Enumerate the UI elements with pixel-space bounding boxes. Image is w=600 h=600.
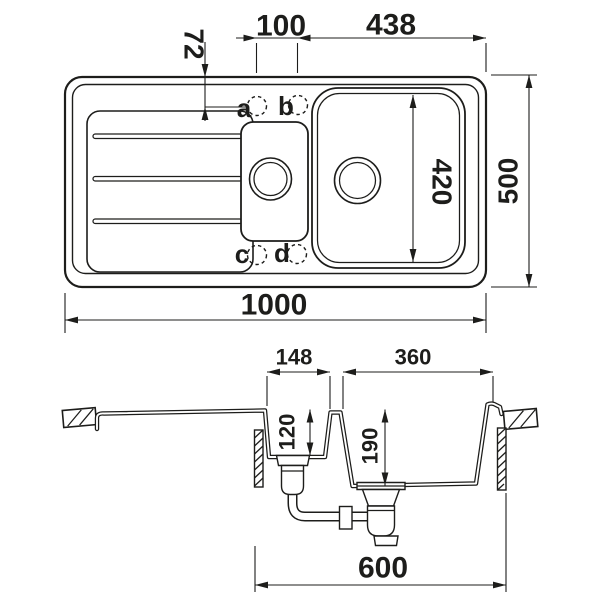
pipe-union-fitting [338,505,353,530]
dim-500: 500 [491,74,537,288]
dim-1000: 1000 [64,289,487,333]
large-bowl [311,87,466,269]
tap-hole-c-circle [246,244,268,266]
sink-inner-rim [71,83,480,275]
small-bowl [240,121,309,242]
top-view: a b c d 100 438 [63,9,537,333]
dim-100: 100 [236,10,306,73]
sink-outer-rim [63,75,488,289]
large-bowl-trap [356,481,406,547]
large-bowl-drain-icon [333,156,382,205]
dim-190-label: 190 [358,428,383,465]
sink-profile [94,401,504,489]
dim-438-label: 438 [366,9,416,42]
small-bowl-trap [275,454,311,496]
clamp-right [496,427,507,491]
dim-148-label: 148 [276,345,313,370]
tap-hole-a-circle [246,95,268,117]
section-view: 148 360 120 190 600 [61,345,539,592]
dim-120: 120 [275,409,314,456]
tap-hole-c-label: c [235,239,249,269]
tap-hole-d-label: d [274,238,290,268]
tap-hole-b-label: b [278,91,294,121]
dim-120-label: 120 [275,414,300,451]
dim-600-label: 600 [358,552,408,585]
tap-hole-a: a [237,93,268,123]
worktop-left-section [61,406,98,429]
tap-hole-b-circle [287,94,309,116]
small-bowl-drain-icon [248,157,293,201]
dim-420: 420 [409,95,458,262]
dim-500-label: 500 [493,158,524,205]
waste-pipe [287,494,369,530]
dim-72-label: 72 [179,28,210,59]
tap-hole-d-circle [286,243,308,265]
dim-1000-label: 1000 [241,289,308,322]
tap-hole-b: b [278,91,309,121]
dim-148: 148 [266,345,331,409]
dim-420-label: 420 [427,159,458,206]
dim-190: 190 [358,409,389,486]
tap-hole-c: c [235,239,268,269]
tap-hole-d: d [274,238,308,268]
dim-72: 72 [179,28,247,121]
dim-438: 438 [297,9,487,72]
large-bowl-inner-edge [316,92,461,264]
worktop-right-section [502,407,539,431]
tap-hole-a-label: a [237,93,252,123]
dim-360: 360 [342,345,494,409]
dim-600: 600 [254,493,507,592]
clamp-left [253,429,264,488]
dim-360-label: 360 [395,345,432,370]
